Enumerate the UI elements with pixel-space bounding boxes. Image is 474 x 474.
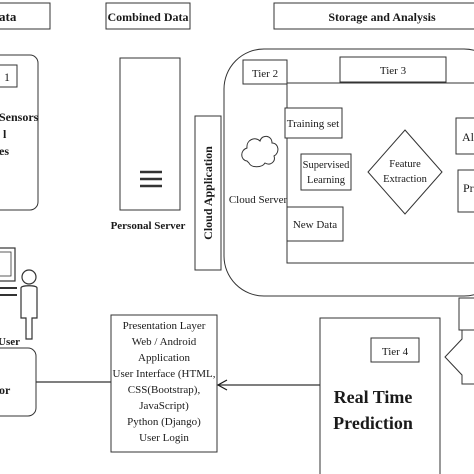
sensors-line-2: l: [3, 127, 7, 141]
monitor-label-partial: or: [0, 383, 11, 397]
header-storage-analysis-label: Storage and Analysis: [328, 10, 436, 24]
tier3-box: Tier 3: [339, 56, 447, 83]
tier3-label: Tier 3: [380, 65, 407, 77]
presentation-line-6: JavaScript): [139, 400, 189, 412]
sensors-box: 1 Sensors l es: [0, 54, 39, 211]
presentation-line-5: CSS(Bootstrap),: [128, 384, 201, 396]
feature-line-2: Extraction: [383, 174, 427, 185]
tier4-label: Tier 4: [382, 346, 409, 358]
header-storage-analysis-box: Storage and Analysis: [273, 2, 474, 30]
algorithm-box-partial: Al: [455, 117, 474, 155]
cloud-icon: [241, 135, 279, 168]
supervised-line-2: Learning: [307, 175, 346, 186]
supervised-learning-box: Supervised Learning: [300, 153, 352, 191]
sensors-line-1: Sensors: [0, 110, 39, 124]
training-set-label: Training set: [287, 118, 339, 130]
cloud-server-label: Cloud Server: [229, 194, 288, 206]
personal-server-label: Personal Server: [111, 220, 186, 232]
real-time-prediction-box: Tier 4 Real Time Prediction: [319, 317, 441, 474]
user-label: User: [0, 336, 20, 348]
sensors-tier-label: 1: [4, 70, 10, 84]
feature-line-1: Feature: [389, 159, 421, 170]
algorithm-label-partial: Al: [462, 130, 474, 144]
monitor-box-partial: or: [0, 347, 37, 417]
new-data-box: New Data: [286, 206, 344, 242]
tier2-label: Tier 2: [252, 68, 278, 80]
presentation-layer-box: Presentation Layer Web / Android Applica…: [110, 314, 218, 453]
personal-server-icon: [119, 57, 181, 211]
real-time-title-line-1: Real Time: [334, 387, 413, 407]
real-time-title-line-2: Prediction: [333, 413, 413, 433]
header-data-box: ata: [0, 2, 51, 30]
presentation-line-2: Web / Android: [132, 336, 197, 348]
header-combined-data-label: Combined Data: [107, 10, 188, 24]
presentation-line-7: Python (Django): [127, 416, 201, 428]
prediction-label-partial: Pr: [463, 181, 474, 195]
sensors-tier-box: [0, 64, 18, 88]
computer-icon: [0, 247, 17, 296]
large-left-arrow-partial: [444, 297, 474, 385]
training-set-box: Training set: [284, 107, 343, 139]
supervised-line-1: Supervised: [303, 160, 350, 171]
user-icon: [20, 269, 38, 340]
tier4-box: [370, 337, 420, 363]
prediction-box-partial: Pr: [457, 169, 474, 213]
header-combined-data-box: Combined Data: [105, 2, 191, 30]
sensors-line-3: es: [0, 144, 9, 158]
cloud-application-label: Cloud Application: [201, 146, 215, 240]
cloud-application-box: Cloud Application: [194, 115, 222, 271]
presentation-line-4: User Interface (HTML,: [113, 368, 216, 380]
tier2-box: Tier 2: [242, 59, 288, 85]
presentation-line-3: Application: [138, 352, 190, 364]
feature-extraction-diamond: Feature Extraction: [367, 129, 443, 215]
header-data-label: ata: [0, 9, 17, 24]
new-data-label: New Data: [293, 219, 337, 231]
presentation-line-8: User Login: [139, 432, 189, 444]
presentation-line-1: Presentation Layer: [123, 320, 206, 332]
